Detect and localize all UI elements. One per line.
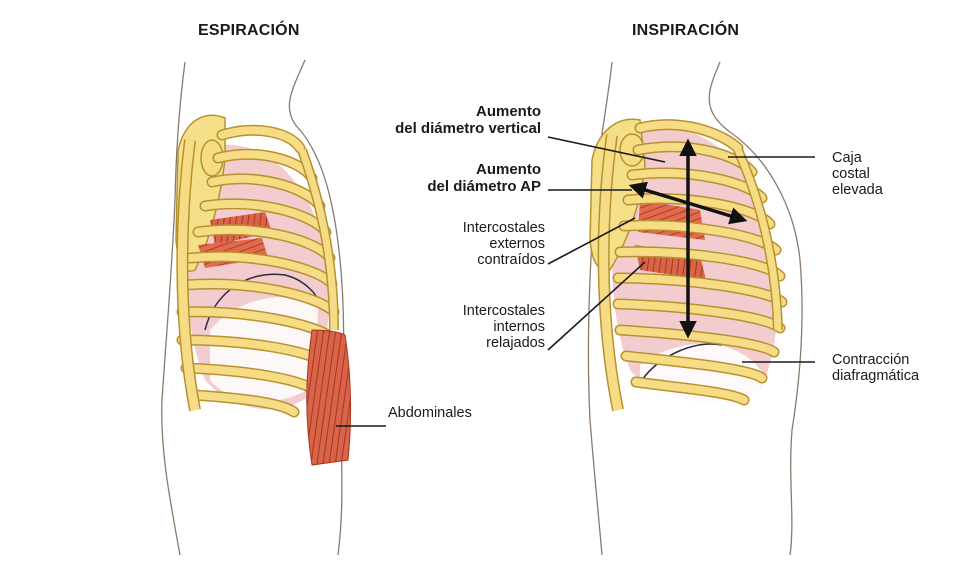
- label-int-ext-line1: Intercostales: [463, 220, 545, 236]
- expiration-figure: [162, 60, 351, 555]
- label-abdominales: Abdominales: [388, 405, 472, 421]
- label-aumento-ap: Aumento del diámetro AP: [427, 162, 541, 196]
- label-intercostales-externos: Intercostales externos contraídos: [463, 220, 545, 269]
- label-intercostales-internos: Intercostales internos relajados: [463, 303, 545, 352]
- label-int-ext-line3: contraídos: [463, 252, 545, 268]
- label-aumento-ap-line1: Aumento: [427, 162, 541, 179]
- label-aumento-vertical-line2: del diámetro vertical: [395, 121, 541, 138]
- label-caja-line1: Caja: [832, 150, 883, 166]
- label-int-int-line3: relajados: [463, 335, 545, 351]
- label-contraccion-line1: Contracción: [832, 352, 919, 368]
- label-contraccion-diafragmatica: Contracción diafragmática: [832, 352, 919, 384]
- label-contraccion-line2: diafragmática: [832, 368, 919, 384]
- label-caja-line2: costal: [832, 166, 883, 182]
- expiration-title: ESPIRACIÓN: [198, 22, 300, 40]
- label-aumento-vertical: Aumento del diámetro vertical: [395, 104, 541, 138]
- inspiration-title: INSPIRACIÓN: [632, 22, 739, 40]
- label-aumento-ap-line2: del diámetro AP: [427, 179, 541, 196]
- label-int-int-line1: Intercostales: [463, 303, 545, 319]
- label-int-int-line2: internos: [463, 319, 545, 335]
- label-caja-line3: elevada: [832, 182, 883, 198]
- label-int-ext-line2: externos: [463, 236, 545, 252]
- label-caja-costal: Caja costal elevada: [832, 150, 883, 199]
- left-abdominal-muscle: [307, 330, 351, 465]
- label-aumento-vertical-line1: Aumento: [395, 104, 541, 121]
- inspiration-figure: [588, 62, 802, 555]
